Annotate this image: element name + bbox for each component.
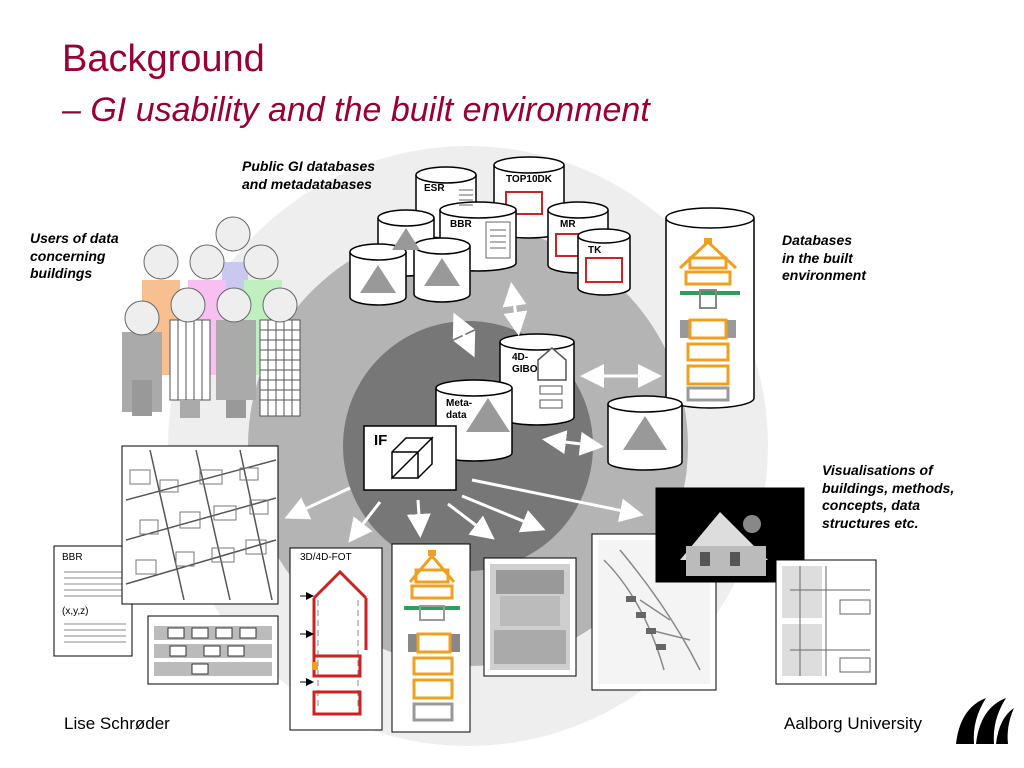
connector-arrows bbox=[452, 282, 662, 456]
bbr-db-label: BBR bbox=[450, 219, 472, 230]
bbr-doc-title: BBR bbox=[62, 552, 83, 563]
fot-diagram bbox=[289, 547, 383, 731]
gibo-cylinder bbox=[499, 333, 575, 426]
visualisations-label-line: buildings, methods, bbox=[822, 479, 955, 496]
built-env-label-line: environment bbox=[782, 267, 867, 283]
house-photo bbox=[655, 487, 805, 583]
bbr-doc-coords: (x,y,z) bbox=[62, 606, 89, 617]
metadata-label-line2: data bbox=[446, 410, 467, 421]
built-env-label: Databases in the built environment bbox=[782, 232, 866, 285]
visualisations-label-line: structures etc. bbox=[822, 514, 919, 531]
visualisations-label-line: concepts, data bbox=[822, 497, 921, 513]
construction-detail-drawing bbox=[775, 559, 877, 685]
document-lines bbox=[459, 189, 506, 249]
output-arrows bbox=[284, 478, 644, 543]
gibo-label-line2: GIBO bbox=[512, 364, 538, 375]
pyramid-icons bbox=[360, 228, 460, 293]
building-model-document bbox=[391, 543, 471, 733]
footer-institution: Aalborg University bbox=[784, 714, 922, 733]
users-group-icon bbox=[122, 216, 301, 418]
courtyard-photo bbox=[483, 557, 577, 677]
public-db-label-line: and metadatabases bbox=[242, 175, 372, 192]
built-env-label-line: in the built bbox=[782, 249, 853, 266]
visualisations-label-line: Visualisations of bbox=[822, 462, 933, 478]
built-env-label-line: Databases bbox=[782, 232, 853, 248]
users-label: Users of data concerning buildings bbox=[30, 230, 119, 283]
flowchart-document bbox=[147, 615, 279, 685]
if-label: IF bbox=[374, 432, 388, 449]
users-label-line: concerning bbox=[30, 247, 106, 264]
bbr-document bbox=[53, 545, 133, 657]
fot-title: 3D/4D-FOT bbox=[300, 552, 352, 563]
gibo-label-line1: 4D- bbox=[512, 352, 529, 363]
footer-author: Lise Schrøder bbox=[64, 714, 170, 733]
public-db-label-line: Public GI databases bbox=[242, 158, 376, 174]
users-label-line: Users of data bbox=[30, 230, 119, 246]
users-label-line: buildings bbox=[30, 265, 93, 281]
top10dk-label: TOP10DK bbox=[506, 174, 552, 185]
slide-title: Background bbox=[62, 38, 265, 80]
built-env-cylinder bbox=[665, 207, 755, 409]
metadata-cylinder bbox=[435, 379, 513, 462]
esr-label: ESR bbox=[424, 183, 445, 194]
metadata-label-line1: Meta- bbox=[446, 398, 473, 409]
slide-subtitle: – GI usability and the built environment bbox=[62, 91, 650, 129]
mr-label: MR bbox=[560, 219, 576, 230]
right-small-cylinder bbox=[607, 395, 683, 471]
aalborg-logo bbox=[956, 698, 1014, 744]
public-db-label: Public GI databases and metadatabases bbox=[242, 158, 375, 193]
visualisations-label: Visualisations of buildings, methods, co… bbox=[822, 462, 954, 532]
if-box bbox=[363, 425, 457, 491]
public-db-cylinders bbox=[349, 156, 631, 306]
tk-label: TK bbox=[588, 245, 602, 256]
cadastral-map bbox=[121, 445, 279, 605]
